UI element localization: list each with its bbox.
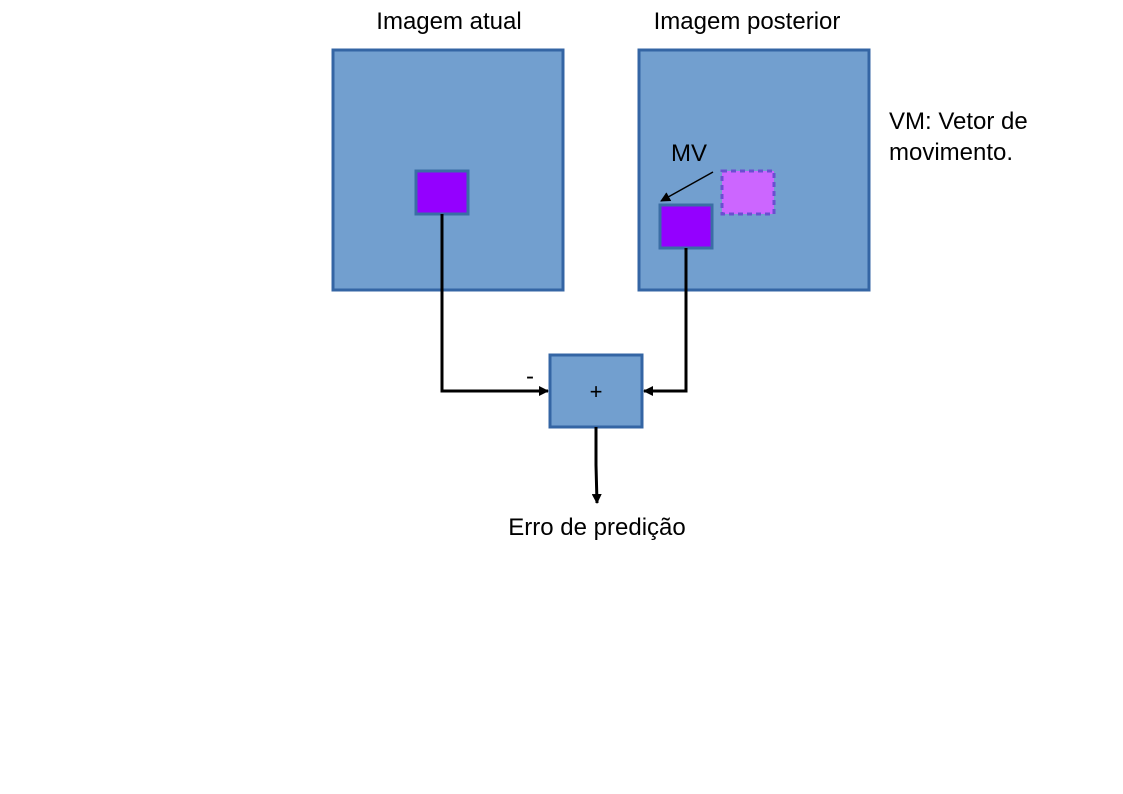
- motion-vector-arrow: [660, 171, 714, 202]
- current-to-subtractor-line: [440, 214, 549, 396]
- note-line-2: movimento.: [889, 139, 1013, 166]
- prediction-error-label: Erro de predição: [508, 514, 685, 541]
- note-line-1: VM: Vetor de: [889, 108, 1028, 135]
- subtractor-box: [548, 353, 644, 429]
- matched-to-subtractor-line: [643, 248, 688, 396]
- mv-label: MV: [671, 140, 707, 167]
- matched-block: [658, 203, 714, 250]
- plus-sign: +: [590, 379, 603, 404]
- next-image-title: Imagem posterior: [654, 8, 841, 35]
- current-image-title: Imagem atual: [376, 8, 521, 35]
- output-arrow: [591, 427, 602, 504]
- original-position-block: [720, 169, 776, 216]
- current-block: [414, 169, 470, 216]
- minus-sign: -: [526, 363, 534, 390]
